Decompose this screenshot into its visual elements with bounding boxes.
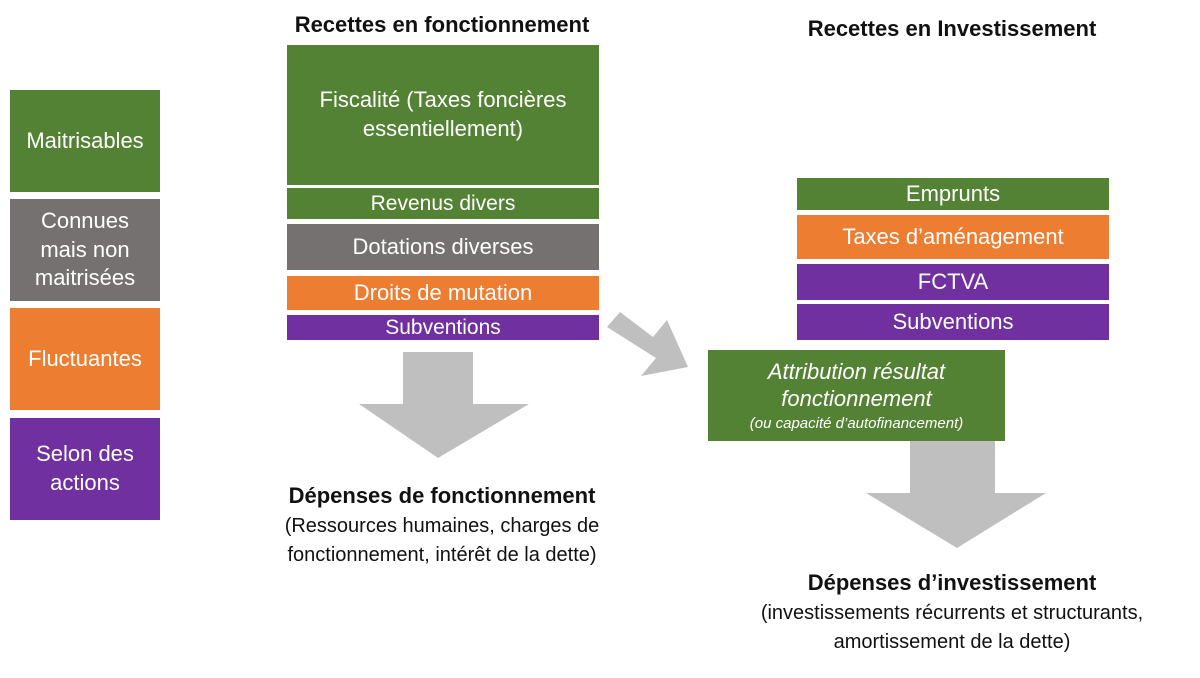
invest-emprunts: Emprunts (797, 178, 1109, 210)
fonct-fiscalite-label: Fiscalité (Taxes foncières essentielleme… (319, 87, 567, 141)
fonct-revenus-divers-label: Revenus divers (370, 191, 516, 215)
fonct-dotations-label: Dotations diverses (352, 233, 534, 259)
invest-subventions-label: Subventions (892, 308, 1014, 334)
attribution-sub-label: (ou capacité d’autofinancement) (749, 414, 964, 432)
fonct-subventions-label: Subventions (385, 315, 501, 339)
legend-fluctuantes-label: Fluctuantes (28, 345, 142, 371)
depenses-fonctionnement-detail: (Ressources humaines, charges de fonctio… (284, 514, 600, 566)
invest-taxes-amenagement-label: Taxes d’aménagement (842, 223, 1064, 249)
depenses-investissement-title: Dépenses d’investissement (807, 570, 1097, 595)
invest-taxes-amenagement: Taxes d’aménagement (797, 215, 1109, 259)
arrow-diagonal-to-investissement (607, 312, 688, 376)
invest-emprunts-label: Emprunts (905, 180, 1001, 206)
depenses-investissement: Dépenses d’investissement (investissemen… (712, 567, 1192, 657)
legend-connues: Connues mais non maitrisées (10, 199, 160, 301)
legend-maitrisables: Maitrisables (10, 90, 160, 192)
invest-fctva: FCTVA (797, 264, 1109, 300)
legend-selon-actions: Selon des actions (10, 418, 160, 520)
arrow-down-investissement (866, 441, 1046, 548)
legend-connues-label: Connues mais non maitrisées (34, 208, 136, 291)
depenses-fonctionnement-title: Dépenses de fonctionnement (288, 483, 596, 508)
attribution-resultat: Attribution résultat fonctionnement (ou … (708, 350, 1005, 441)
fonct-fiscalite: Fiscalité (Taxes foncières essentielleme… (287, 45, 599, 185)
legend-selon-actions-label: Selon des actions (36, 441, 134, 495)
fonct-subventions: Subventions (287, 315, 599, 340)
arrow-down-fonctionnement (359, 352, 529, 458)
fonct-revenus-divers: Revenus divers (287, 188, 599, 219)
invest-fctva-label: FCTVA (917, 268, 989, 294)
fonct-droits-mutation-label: Droits de mutation (353, 279, 533, 305)
legend-maitrisables-label: Maitrisables (26, 127, 144, 153)
fonctionnement-title: Recettes en fonctionnement (294, 12, 590, 37)
attribution-main-label: Attribution résultat fonctionnement (767, 358, 946, 412)
depenses-investissement-detail: (investissements récurrents et structura… (760, 601, 1144, 653)
depenses-fonctionnement: Dépenses de fonctionnement (Ressources h… (252, 480, 632, 570)
fonct-dotations: Dotations diverses (287, 224, 599, 270)
invest-subventions: Subventions (797, 304, 1109, 340)
legend-fluctuantes: Fluctuantes (10, 308, 160, 410)
investissement-title: Recettes en Investissement (807, 16, 1097, 41)
fonct-droits-mutation: Droits de mutation (287, 276, 599, 310)
